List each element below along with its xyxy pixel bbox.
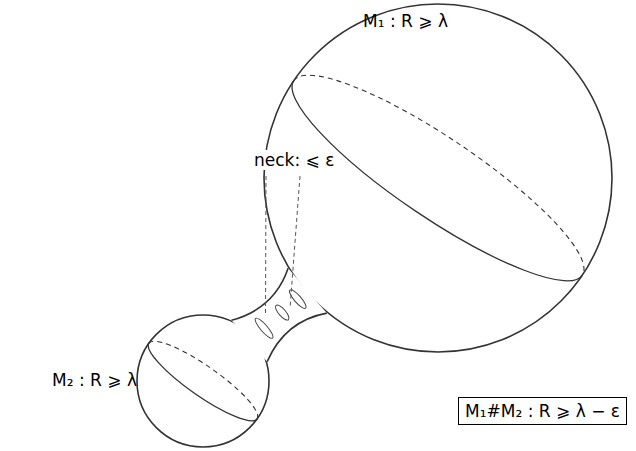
leader-line <box>290 176 300 308</box>
neck-label: neck: ⩽ ε <box>252 150 336 170</box>
neck-section <box>287 288 308 311</box>
neck-outline <box>267 313 327 362</box>
neck-section <box>253 316 275 340</box>
neck-section <box>273 303 291 322</box>
leader-line <box>265 176 266 314</box>
sphere-label: M₂ : R ⩾ λ <box>52 370 137 390</box>
result-box: M₁#M₂ : R ⩾ λ − ε <box>458 397 627 425</box>
neck-outline <box>231 268 288 320</box>
neck-fill <box>231 268 326 361</box>
result-label: M₁#M₂ : R ⩾ λ − ε <box>459 398 626 424</box>
large-equator <box>271 48 604 309</box>
small-equator <box>140 331 265 431</box>
sphere-label: M₁ : R ⩾ λ <box>363 11 448 31</box>
